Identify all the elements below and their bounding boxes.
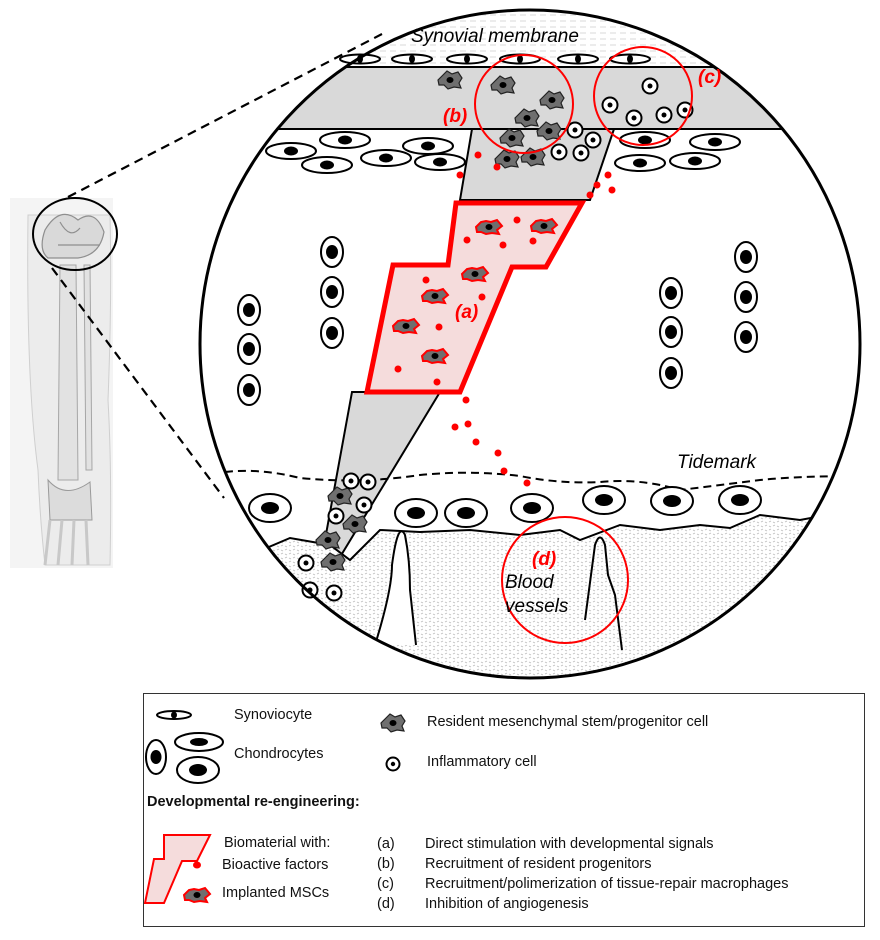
label-synovial-membrane: Synovial membrane [411, 26, 579, 47]
strategy-text-d: Inhibition of angiogenesis [425, 896, 589, 912]
zoom-line-bottom [51, 267, 225, 499]
strategy-key-d: (d) [377, 896, 395, 912]
highlight-circle-b [474, 54, 574, 154]
tidemark-line [224, 469, 860, 492]
legend-implanted-label: Implanted MSCs [222, 885, 330, 901]
marker-b: (b) [443, 106, 467, 127]
legend-biomaterial-title: Biomaterial with: [224, 835, 331, 851]
marker-a: (a) [455, 302, 478, 323]
strategy-text-a: Direct stimulation with developmental si… [425, 836, 714, 852]
strategy-text-b: Recruitment of resident progenitors [425, 856, 652, 872]
joint-diagram: Synovial membrane Tidemark Blood vessels… [10, 8, 862, 680]
legend: Synoviocyte Chondrocytes Resident mesenc… [143, 693, 865, 927]
implanted-msc-icon [182, 886, 212, 904]
highlight-circles [474, 46, 693, 644]
strategy-text-c: Recruitment/polimerization of tissue-rep… [425, 876, 789, 892]
resident-msc-icon [380, 713, 406, 733]
synoviocyte-icon [156, 710, 192, 720]
highlight-circle-d [501, 516, 629, 644]
strategy-key-c: (c) [377, 876, 394, 892]
strategy-key-a: (a) [377, 836, 395, 852]
label-blood-vessels-1: Blood [505, 572, 555, 593]
chondrocytes-icon [145, 732, 224, 784]
biomaterial-icon [144, 834, 212, 904]
legend-bioactive-label: Bioactive factors [222, 857, 329, 873]
strategy-key-b: (b) [377, 856, 395, 872]
leg-illustration [10, 198, 113, 568]
legend-resident-msc-label: Resident mesenchymal stem/progenitor cel… [427, 714, 709, 730]
legend-section-title: Developmental re-engineering: [147, 794, 360, 810]
bioactive-factors [394, 151, 616, 487]
marker-d: (d) [532, 549, 556, 570]
knee-magnifier-circle [32, 197, 118, 271]
legend-inflammatory-label: Inflammatory cell [427, 754, 537, 770]
label-blood-vessels-2: vessels [505, 596, 569, 617]
magnifier-circle [198, 8, 862, 680]
bioactive-factor-icon [193, 861, 201, 869]
biomaterial-scaffold [363, 200, 587, 395]
legend-chondrocytes-label: Chondrocytes [234, 746, 324, 762]
inflammatory-cell-icon [385, 756, 401, 772]
legend-synoviocyte-label: Synoviocyte [234, 707, 313, 723]
marker-c: (c) [698, 67, 721, 88]
blood-vessel-1 [374, 530, 417, 646]
highlight-circle-c [593, 46, 693, 146]
label-tidemark: Tidemark [677, 452, 758, 473]
